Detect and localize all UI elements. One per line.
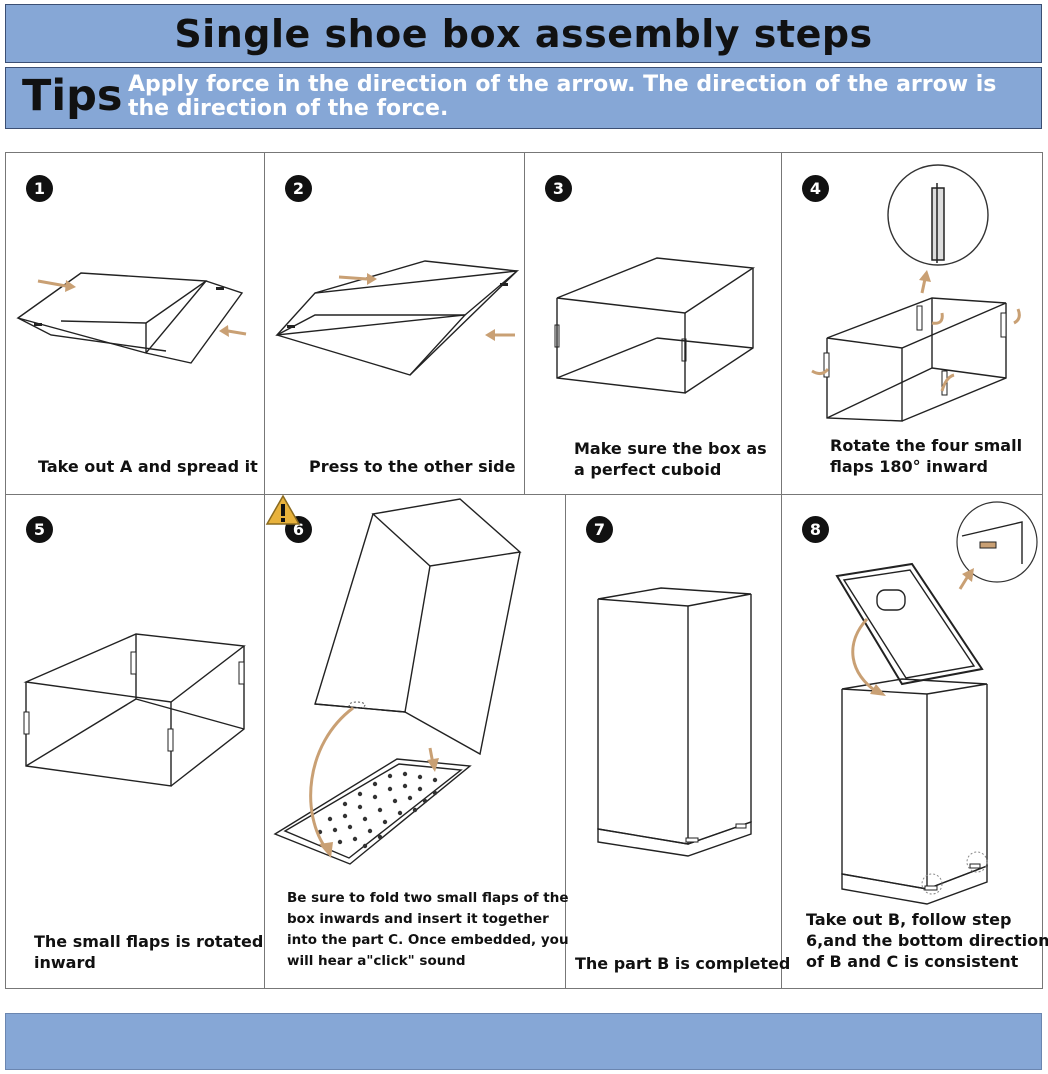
- step-7-caption: The part B is completed: [575, 954, 791, 973]
- step-6-panel: 6: [265, 494, 569, 988]
- arrow-icon: [219, 325, 247, 337]
- step-2-panel: 2 Press to the other side: [265, 153, 525, 494]
- step-2-number: 2: [285, 175, 312, 202]
- arrow-icon: [851, 617, 886, 696]
- step-8-panel: 8: [782, 494, 1048, 988]
- step-2-caption: Press to the other side: [309, 457, 516, 476]
- page-title: Single shoe box assembly steps: [174, 11, 873, 56]
- steps-grid: 1 Take out A and spread it: [5, 152, 1048, 989]
- step-3-caption: Make sure the box as a perfect cuboid: [574, 439, 767, 479]
- arrow-icon: [919, 270, 931, 294]
- arrow-icon: [485, 329, 515, 341]
- step-3-illustration: [554, 257, 756, 394]
- step-7-panel: 7 The part B is completed: [566, 494, 790, 988]
- step-4-caption: Rotate the four small flaps 180° inward: [830, 436, 1023, 476]
- step-3-panel: 3 Make sure the box as a perfect cuboid: [525, 153, 782, 494]
- tips-text: Apply force in the direction of the arro…: [128, 72, 997, 121]
- title-banner: Single shoe box assembly steps: [5, 4, 1042, 63]
- detail-zoom-circle: [956, 501, 1038, 583]
- tips-label: Tips: [22, 71, 123, 121]
- step-7-illustration: [597, 587, 752, 857]
- step-8-caption: Take out B, follow step 6,and the bottom…: [806, 910, 1048, 971]
- step-1-number: 1: [26, 175, 53, 202]
- step-5-number: 5: [26, 516, 53, 543]
- arrow-icon: [958, 568, 974, 590]
- step-8-illustration: [835, 501, 1038, 905]
- tips-banner: Tips Apply force in the direction of the…: [5, 67, 1042, 129]
- step-4-illustration: [811, 164, 1021, 422]
- step-6-caption: Be sure to fold two small flaps of the b…: [287, 890, 569, 969]
- step-1-illustration: [16, 272, 247, 364]
- footer-banner: [5, 1013, 1042, 1070]
- arrow-icon: [338, 273, 377, 285]
- arrow-icon: [37, 279, 76, 292]
- steps-row-1: 1 Take out A and spread it: [6, 153, 1042, 495]
- step-5-panel: 5 The small flaps is rotated inward: [6, 494, 265, 988]
- step-5-caption: The small flaps is rotated inward: [34, 932, 264, 972]
- step-4-panel: 4: [782, 153, 1042, 494]
- step-6-illustration: [273, 498, 522, 865]
- steps-row-2: 5 The small flaps is rotated inward 6: [6, 494, 1048, 988]
- arrow-icon: [427, 747, 439, 772]
- step-3-number: 3: [545, 175, 572, 202]
- step-1-caption: Take out A and spread it: [38, 457, 258, 476]
- step-8-number: 8: [802, 516, 829, 543]
- warning-icon: [265, 494, 301, 525]
- arrow-icon: [309, 706, 354, 858]
- step-2-illustration: [275, 260, 520, 376]
- step-7-number: 7: [586, 516, 613, 543]
- step-5-illustration: [23, 633, 246, 787]
- step-1-panel: 1 Take out A and spread it: [6, 153, 265, 494]
- step-4-number: 4: [802, 175, 829, 202]
